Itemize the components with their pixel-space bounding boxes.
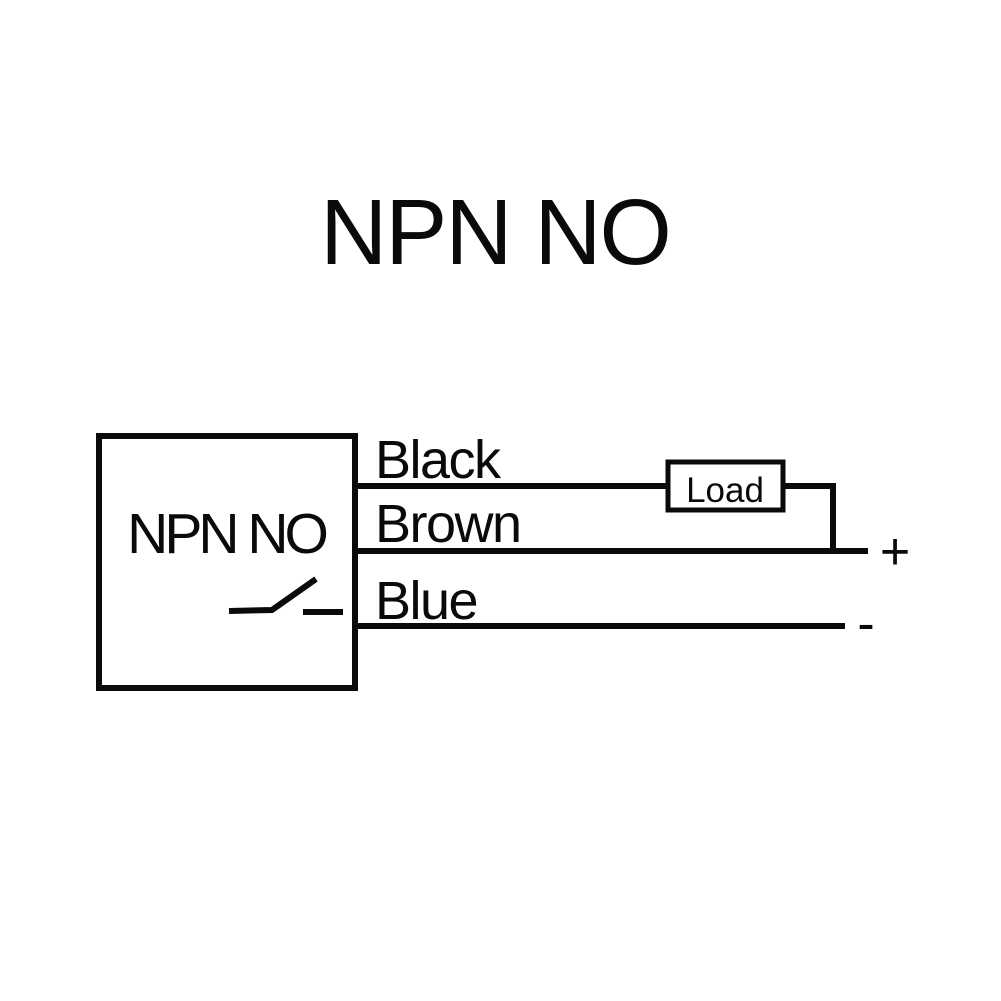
- wire-label-blue: Blue: [375, 571, 477, 631]
- load-to-plus-wire: [780, 483, 836, 554]
- page-title: NPN NO: [320, 180, 670, 284]
- load-label: Load: [686, 471, 764, 510]
- sensor-label: NPN NO: [127, 502, 326, 566]
- positive-terminal-label: +: [880, 523, 910, 581]
- sensor-box: [96, 433, 358, 691]
- wire-label-black: Black: [375, 430, 502, 490]
- negative-terminal-label: -: [857, 595, 874, 653]
- wire-label-brown: Brown: [375, 494, 521, 554]
- switch-lever: [228, 576, 318, 614]
- switch-symbol: [228, 576, 343, 615]
- load-box: [665, 459, 786, 513]
